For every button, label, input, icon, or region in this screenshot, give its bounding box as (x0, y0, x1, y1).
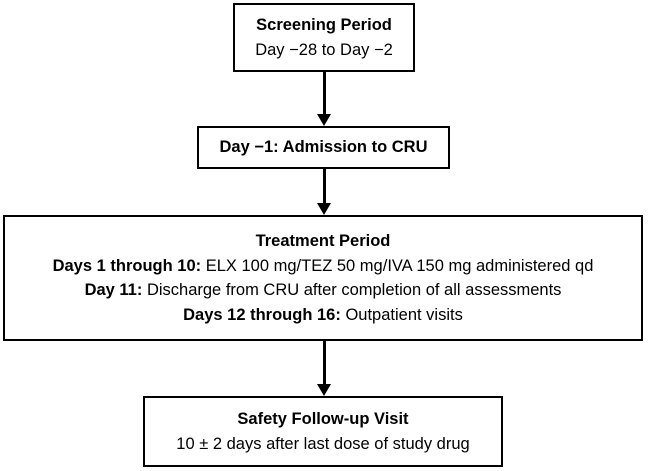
screening-period-box: Screening Period Day −28 to Day −2 (233, 3, 415, 72)
safety-followup-box: Safety Follow-up Visit 10 ± 2 days after… (143, 396, 503, 467)
safety-followup-timing: 10 ± 2 days after last dose of study dru… (176, 434, 470, 453)
treatment-line-label: Day 11: (84, 281, 143, 299)
arrow-shaft (322, 72, 326, 114)
treatment-line-day-11: Day 11: Discharge from CRU after complet… (85, 278, 562, 303)
arrow-shaft (322, 169, 326, 203)
treatment-line-label: Days 12 through 16: (183, 305, 341, 324)
treatment-period-box: Treatment Period Days 1 through 10: ELX … (3, 215, 643, 341)
admission-title: Day −1: Admission to CRU (219, 138, 428, 156)
treatment-line-days-12-16: Days 12 through 16: Outpatient visits (183, 303, 463, 328)
flow-arrow-admission-to-treatment (317, 169, 331, 215)
treatment-period-title: Treatment Period (255, 232, 391, 250)
arrow-shaft (322, 341, 326, 384)
treatment-line-days-1-10: Days 1 through 10: ELX 100 mg/TEZ 50 mg/… (53, 254, 594, 279)
screening-period-title: Screening Period (256, 15, 392, 34)
arrow-down-icon (317, 114, 331, 126)
flow-arrow-screening-to-admission (317, 72, 331, 126)
safety-followup-title: Safety Follow-up Visit (237, 409, 409, 428)
arrow-down-icon (317, 384, 331, 396)
treatment-line-text: ELX 100 mg/TEZ 50 mg/IVA 150 mg administ… (205, 256, 594, 275)
treatment-line-text: Outpatient visits (345, 305, 463, 324)
flow-arrow-treatment-to-safety (317, 341, 331, 396)
screening-period-dates: Day −28 to Day −2 (255, 40, 393, 59)
treatment-line-text: Discharge from CRU after completion of a… (146, 281, 562, 299)
arrow-down-icon (317, 203, 331, 215)
admission-box: Day −1: Admission to CRU (197, 126, 450, 169)
treatment-line-label: Days 1 through 10: (52, 256, 202, 275)
